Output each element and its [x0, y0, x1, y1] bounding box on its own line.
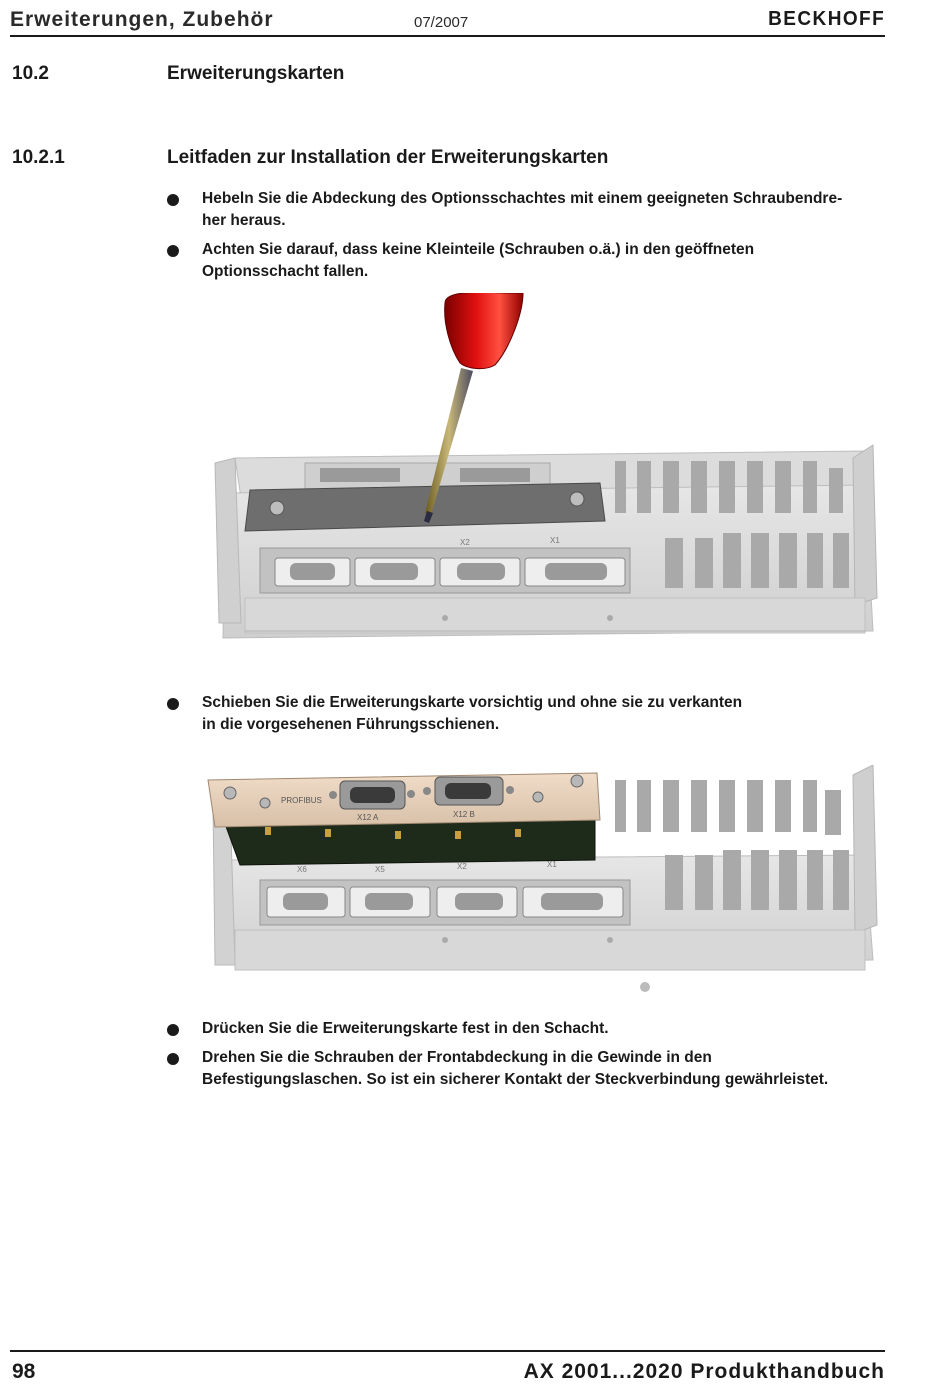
subsection-title: Leitfaden zur Installation der Erweiteru… [167, 147, 609, 168]
manual-title: AX 2001...2020 Produkthandbuch [523, 1360, 885, 1383]
subsection-number: 10.2.1 [12, 147, 65, 168]
step-2-line-1: Achten Sie darauf, dass keine Kleinteile… [202, 241, 755, 258]
bullet-icon [167, 1024, 179, 1036]
step-5-line-2: Befestigungslaschen. So ist ein sicherer… [202, 1071, 829, 1088]
step-1-line-1: Hebeln Sie die Abdeckung des Optionsscha… [202, 190, 843, 207]
figure-remove-slot-cover: X2 X1 [214, 293, 878, 639]
step-3: Schieben Sie die Erweiterungskarte vorsi… [202, 692, 882, 736]
connector-label-x2: X2 [460, 538, 470, 547]
step-2-line-2: Optionsschacht fallen. [202, 263, 369, 280]
bullet-icon [167, 194, 179, 206]
bullet-icon [167, 1053, 179, 1065]
step-4: Drücken Sie die Erweiterungskarte fest i… [202, 1018, 882, 1040]
page-header: Erweiterungen, Zubehör 07/2007 BECKHOFF [10, 6, 885, 37]
page-number: 98 [12, 1360, 36, 1383]
card-label-profibus: PROFIBUS [281, 796, 322, 805]
section-title: Erweiterungskarten [167, 63, 345, 84]
step-3-line-1: Schieben Sie die Erweiterungskarte vorsi… [202, 694, 743, 711]
figure-insert-expansion-card: X6 X5 X2 X1 PROFIBUS X12 A X12 B [207, 765, 878, 992]
connector-label-x2: X2 [457, 862, 467, 871]
bullet-icon [167, 698, 179, 710]
step-3-line-2: in die vorgesehenen Führungsschienen. [202, 716, 500, 733]
expansion-card: PROFIBUS X12 A X12 B [207, 772, 601, 866]
connector-label-x5: X5 [375, 865, 385, 874]
section-number: 10.2 [12, 63, 49, 84]
step-2: Achten Sie darauf, dass keine Kleinteile… [202, 239, 882, 283]
step-4-line-1: Drücken Sie die Erweiterungskarte fest i… [202, 1020, 609, 1037]
chapter-title: Erweiterungen, Zubehör [10, 8, 274, 31]
brand-logo: BECKHOFF [768, 8, 885, 30]
step-5-line-1: Drehen Sie die Schrauben der Frontabdeck… [202, 1049, 712, 1066]
connector-label-x1: X1 [550, 536, 560, 545]
step-1-line-2: her heraus. [202, 212, 286, 229]
connector-label-x6: X6 [297, 865, 307, 874]
drive-housing: X2 X1 [214, 444, 878, 639]
drive-housing: X6 X5 X2 X1 [212, 765, 878, 992]
connector-label-x1: X1 [547, 860, 557, 869]
step-1: Hebeln Sie die Abdeckung des Optionsscha… [202, 188, 882, 232]
page-footer: 98 AX 2001...2020 Produkthandbuch [10, 1350, 885, 1383]
screwdriver-icon [424, 293, 524, 523]
bullet-icon [167, 245, 179, 257]
header-date: 07/2007 [414, 14, 469, 31]
step-5: Drehen Sie die Schrauben der Frontabdeck… [202, 1047, 882, 1091]
card-connector-label-x12b: X12 B [453, 810, 475, 819]
card-connector-label-x12a: X12 A [357, 813, 379, 822]
